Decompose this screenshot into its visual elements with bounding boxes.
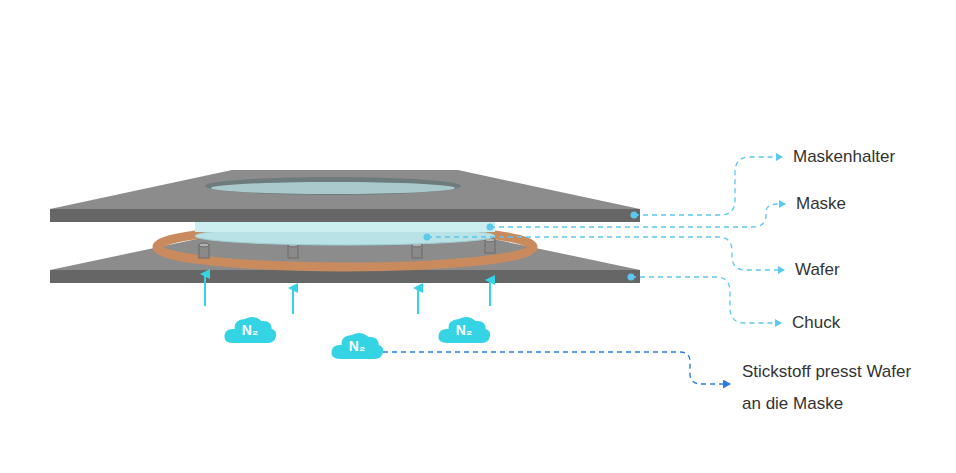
nitrogen-arrows	[205, 274, 490, 314]
nitrogen-cloud: N₂	[436, 312, 492, 348]
gas-symbol: N₂	[329, 328, 385, 364]
gas-symbol: N₂	[222, 312, 278, 348]
leader-lines	[427, 157, 785, 323]
gas-symbol: N₂	[436, 312, 492, 348]
nitrogen-cloud: N₂	[329, 328, 385, 364]
callout-note: Stickstoff presst Wafer an die Maske	[742, 356, 932, 420]
part-label: Maskenhalter	[793, 141, 895, 173]
part-label: Maske	[796, 188, 846, 220]
seal-ring	[157, 227, 533, 267]
part-label: Wafer	[795, 254, 840, 286]
part-label: Chuck	[792, 307, 840, 339]
mask	[195, 222, 495, 232]
leader-dots	[424, 212, 638, 281]
nitrogen-cloud: N₂	[222, 312, 278, 348]
mask-holder-plate	[50, 170, 640, 222]
nitrogen-leader	[374, 352, 730, 384]
